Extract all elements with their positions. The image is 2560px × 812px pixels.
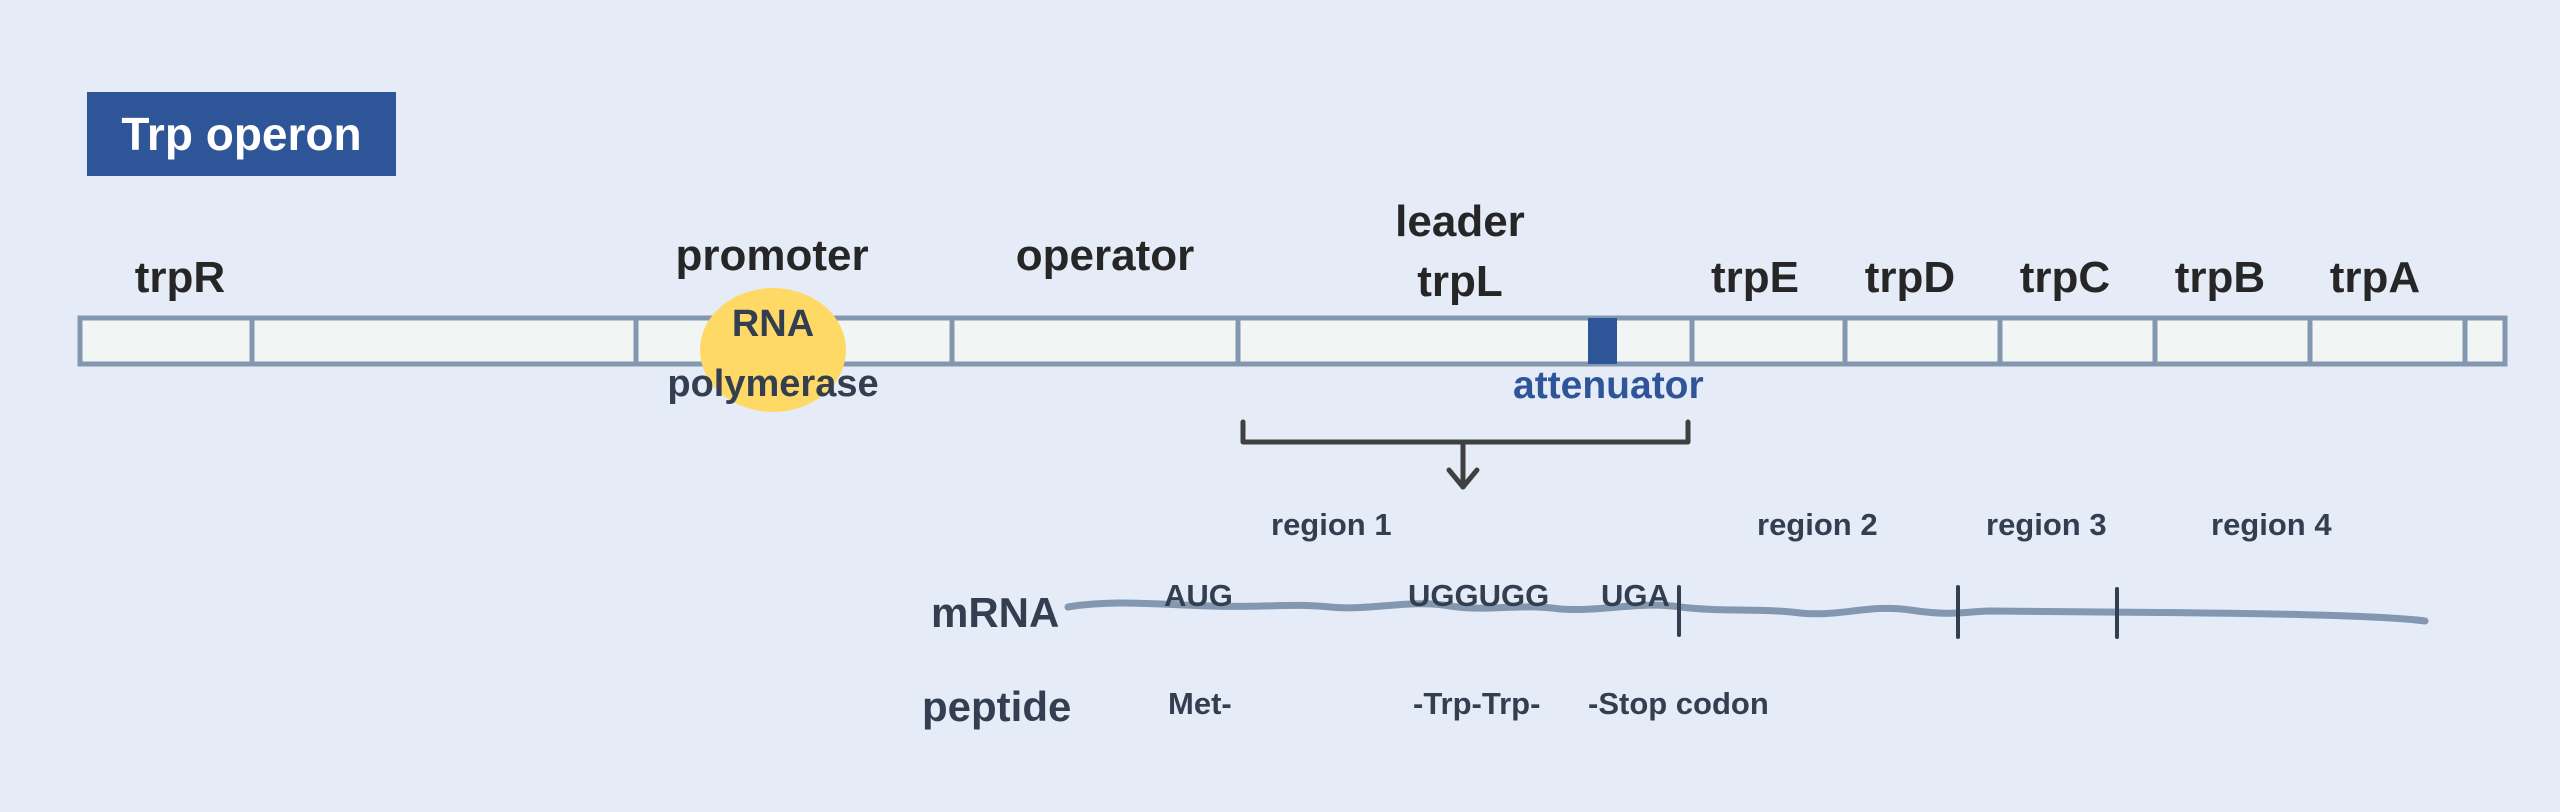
codon-uga: UGA (1601, 578, 1670, 613)
down-arrow-icon (1446, 442, 1480, 490)
gene-label-trpB: trpB (2174, 253, 2266, 302)
codon-aug: AUG (1164, 578, 1233, 613)
gene-label-trpA: trpA (2329, 253, 2421, 302)
gene-label-leader: leader (1395, 197, 1525, 246)
region-1-label: region 1 (1271, 507, 1392, 542)
region-3-label: region 3 (1986, 507, 2107, 542)
dna-segment-dividers (249, 318, 2468, 364)
rna-polymerase-ellipse-icon (700, 288, 846, 412)
rna-polymerase-label-line2: polymerase (667, 363, 879, 405)
gene-label-operator: operator (1015, 231, 1195, 280)
peptide-met: Met- (1168, 686, 1232, 721)
leader-bracket (1240, 419, 1691, 445)
gene-label-trpD: trpD (1864, 253, 1956, 302)
peptide-stop-codon: -Stop codon (1588, 686, 1769, 721)
gene-label-promoter: promoter (675, 231, 869, 280)
codon-uggugg: UGGUGG (1408, 578, 1550, 613)
rna-polymerase-label-line1: RNA (731, 303, 815, 345)
peptide-label: peptide (922, 683, 1072, 730)
peptide-trp-trp: -Trp-Trp- (1413, 686, 1541, 721)
gene-label-trpC: trpC (2019, 253, 2111, 302)
gene-label-trpL: trpL (1417, 257, 1503, 306)
attenuator-block (1588, 318, 1617, 364)
mrna-region-ticks (1677, 585, 2119, 639)
title-banner: Trp operon (87, 92, 396, 176)
region-4-label: region 4 (2211, 507, 2332, 542)
gene-label-trpE: trpE (1711, 253, 1799, 302)
mrna-label: mRNA (931, 589, 1060, 636)
dna-strand (77, 315, 2508, 367)
attenuator-label: attenuator (1513, 364, 1704, 407)
page-title: Trp operon (121, 108, 362, 160)
region-2-label: region 2 (1757, 507, 1878, 542)
gene-label-trpR: trpR (134, 253, 226, 302)
mrna-strand (1064, 599, 2429, 625)
